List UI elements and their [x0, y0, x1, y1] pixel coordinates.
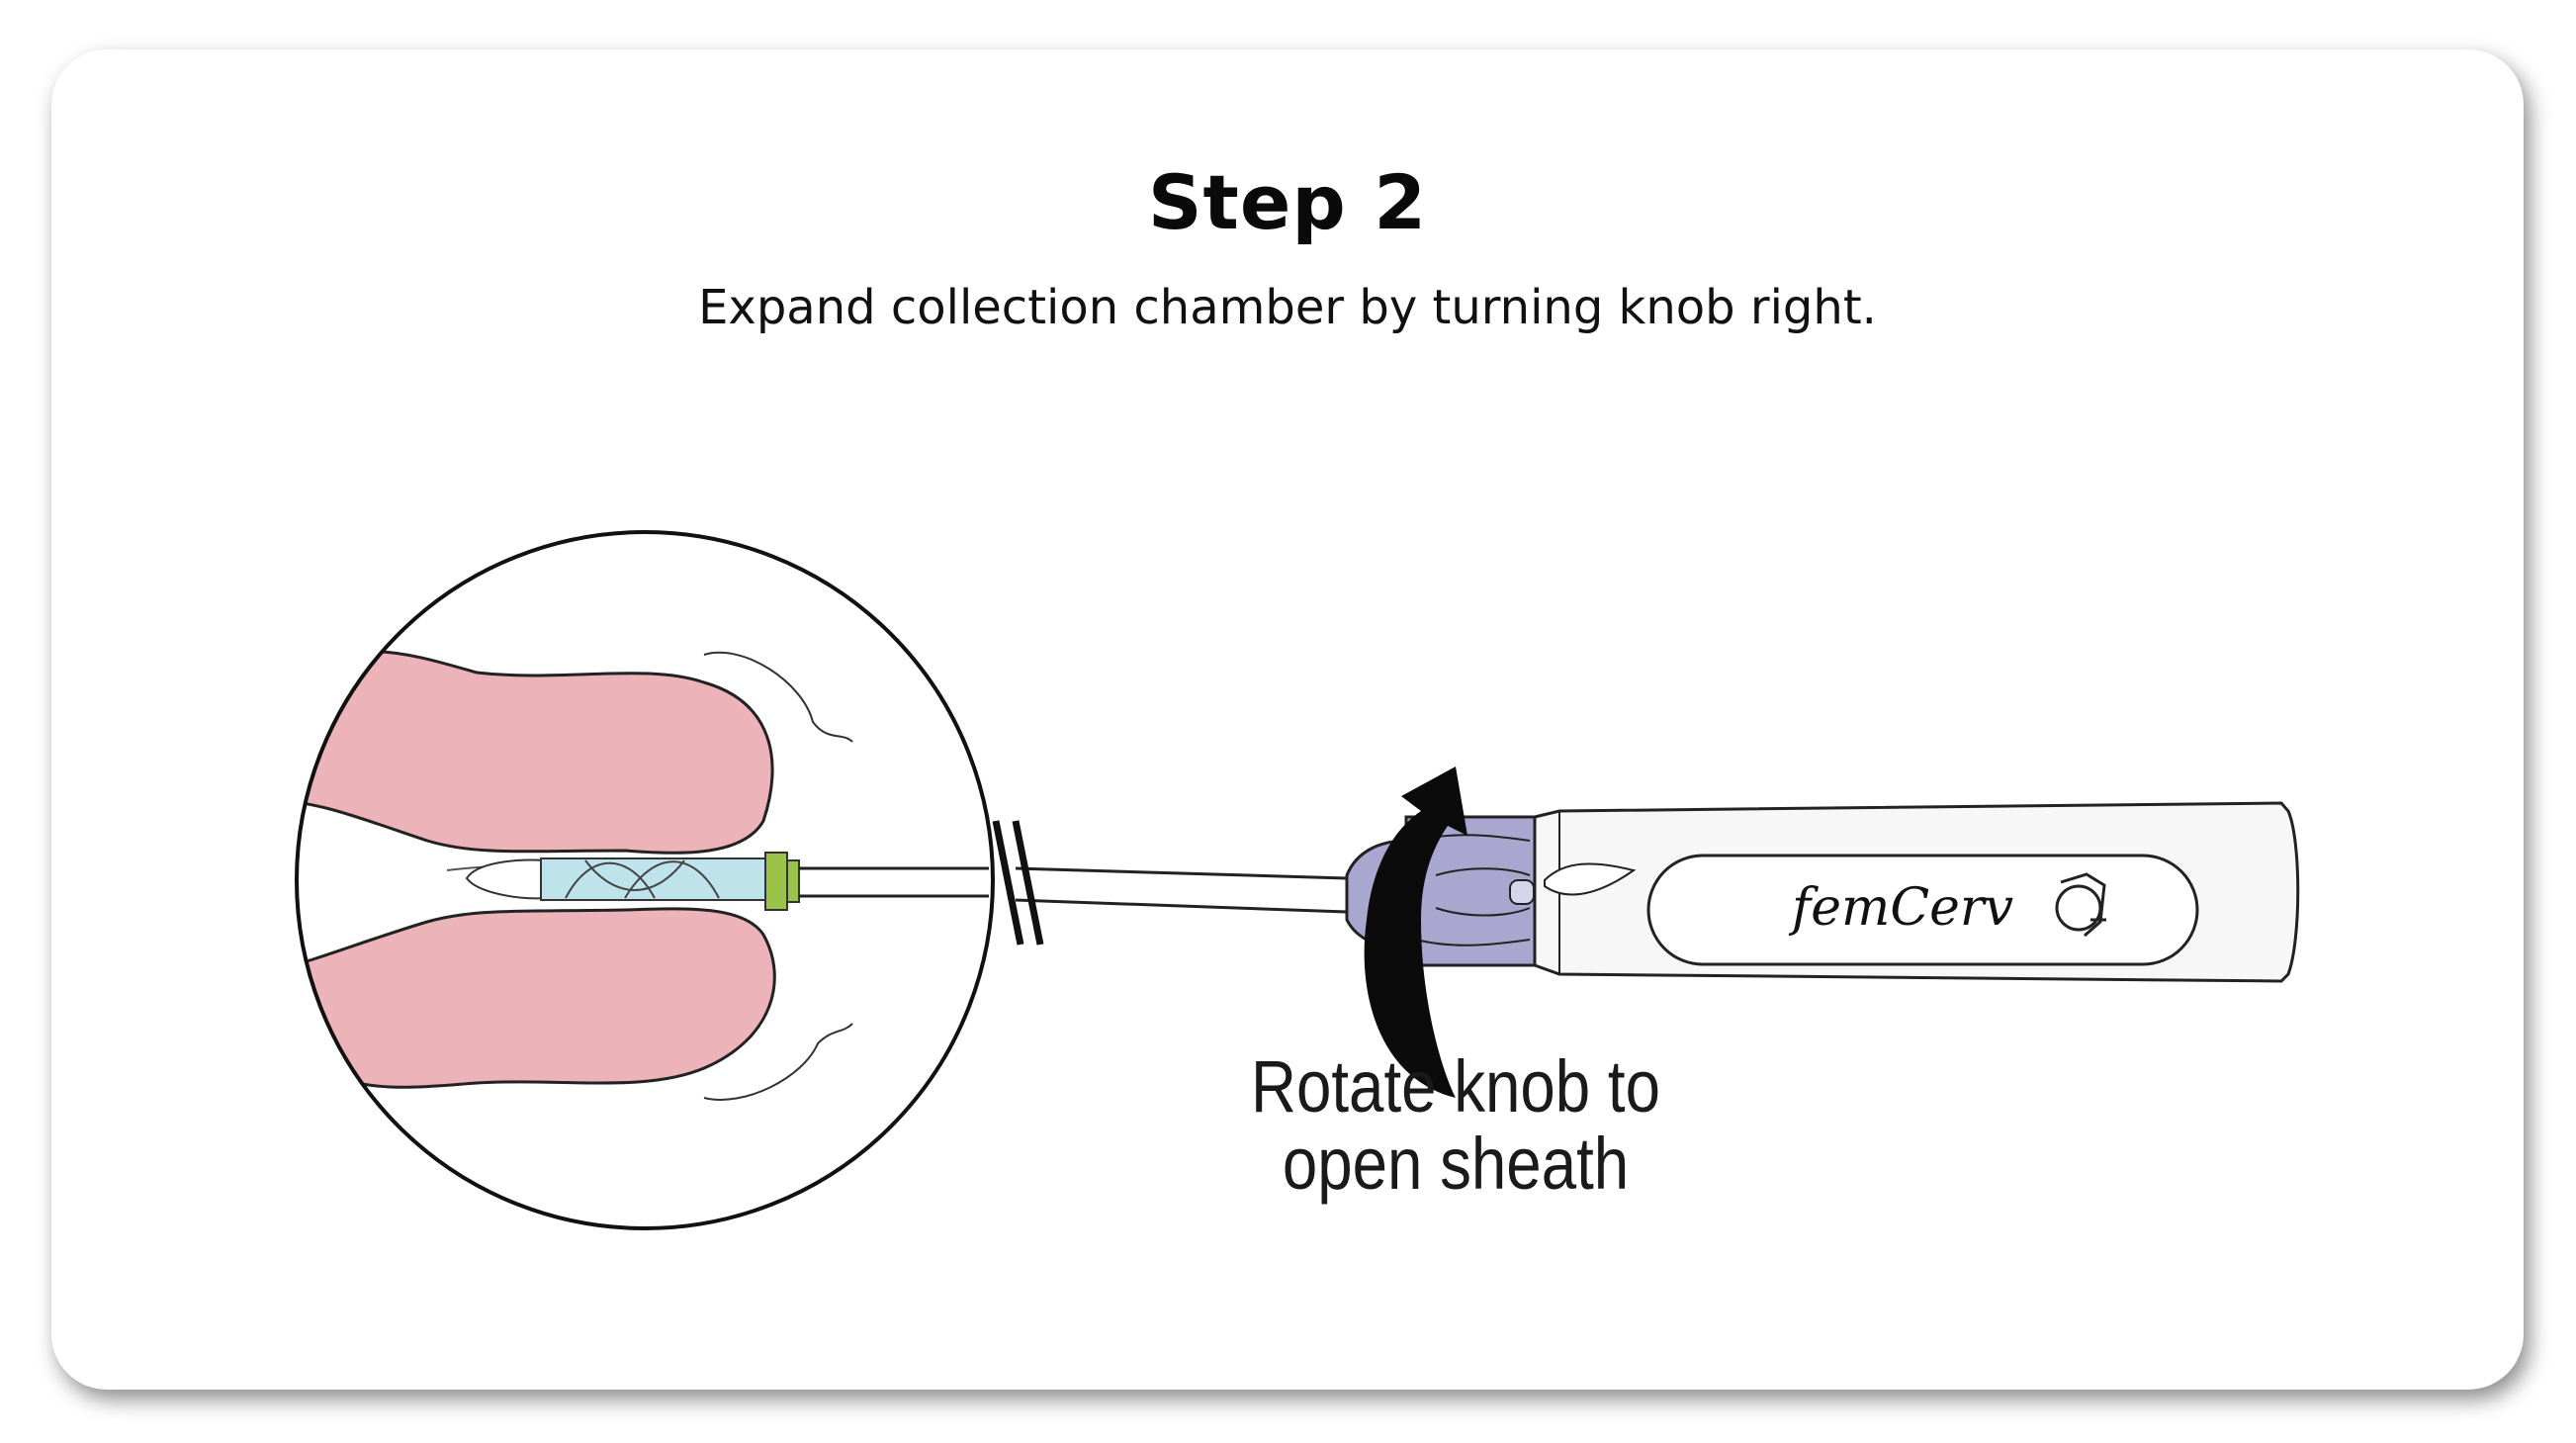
upper-tissue: [297, 650, 774, 855]
tip-cap: [764, 852, 788, 911]
callout-label: Rotate knob to open sheath: [1167, 1048, 1745, 1203]
rotate-arrow-icon: [1364, 767, 1467, 1098]
lower-tissue: [297, 907, 776, 1089]
brand-logo: femCerv: [1788, 878, 2013, 938]
device-illustration: femCerv: [295, 530, 2300, 1230]
magnified-inset: [295, 530, 995, 1230]
step-instruction: Expand collection chamber by turning kno…: [698, 280, 1877, 335]
device-handle: femCerv: [1533, 801, 2300, 983]
device-shaft: [799, 820, 1348, 946]
collection-sheath: [540, 857, 769, 901]
step-title: Step 2: [1147, 158, 1428, 246]
break-mark: [992, 820, 1024, 946]
instruction-card: Step 2 Expand collection chamber by turn…: [51, 49, 2524, 1390]
brand-plate: [1646, 854, 2199, 966]
callout-line-2: open sheath: [1282, 1123, 1630, 1205]
shield-logo-icon: [2055, 872, 2106, 938]
callout-line-1: Rotate knob to: [1251, 1045, 1660, 1127]
break-mark: [1012, 820, 1044, 946]
